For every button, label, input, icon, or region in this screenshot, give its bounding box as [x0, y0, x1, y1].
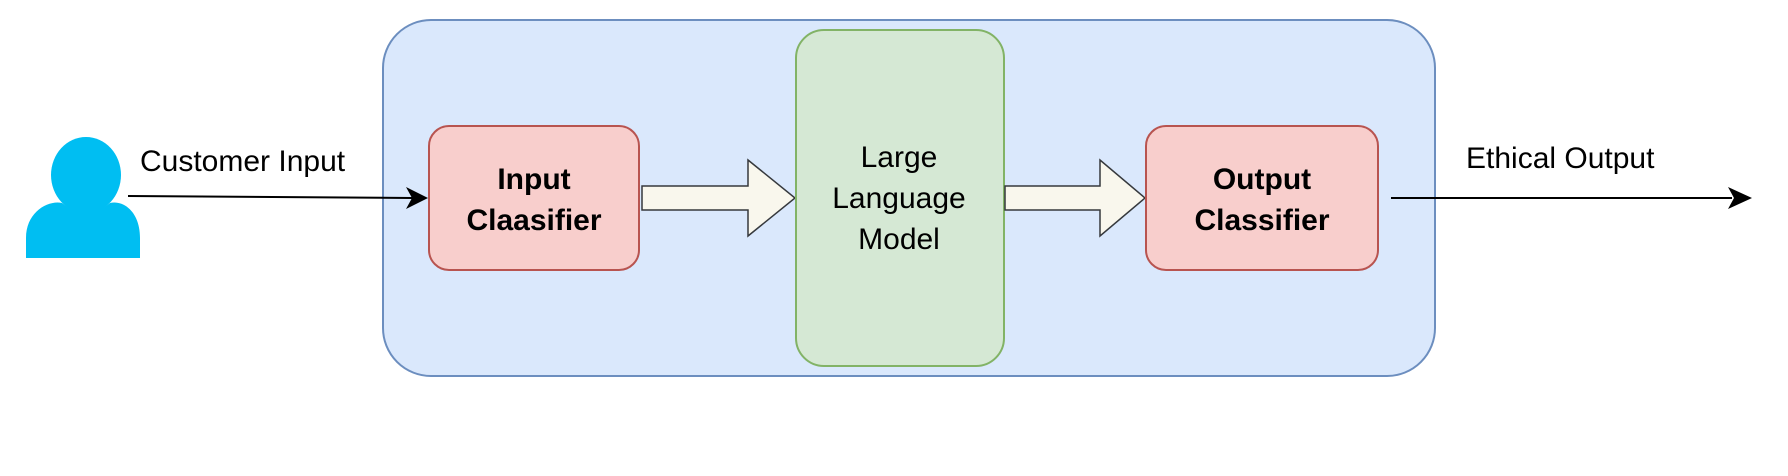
- output-classifier-label-line1: Output: [1213, 163, 1311, 196]
- input-classifier-label-line1: Input: [497, 163, 570, 196]
- block-arrow-to-output-classifier: [1004, 158, 1147, 238]
- input-classifier-label-line2: Claasifier: [466, 204, 601, 237]
- llm-label-line3: Model: [858, 223, 940, 256]
- llm-label-line1: Large: [861, 141, 938, 174]
- llm-label-line2: Language: [832, 182, 965, 215]
- llm-box: [795, 29, 1005, 367]
- user-icon: [26, 137, 140, 258]
- block-arrow-to-llm: [641, 158, 797, 238]
- customer-input-label: Customer Input: [140, 145, 346, 178]
- ethical-output-arrow: [1391, 187, 1752, 209]
- output-classifier-box: [1145, 125, 1379, 271]
- output-classifier-label-line2: Classifier: [1194, 204, 1329, 237]
- input-classifier-box: [428, 125, 640, 271]
- ethical-output-label: Ethical Output: [1466, 142, 1655, 175]
- customer-input-arrow: [127, 187, 428, 209]
